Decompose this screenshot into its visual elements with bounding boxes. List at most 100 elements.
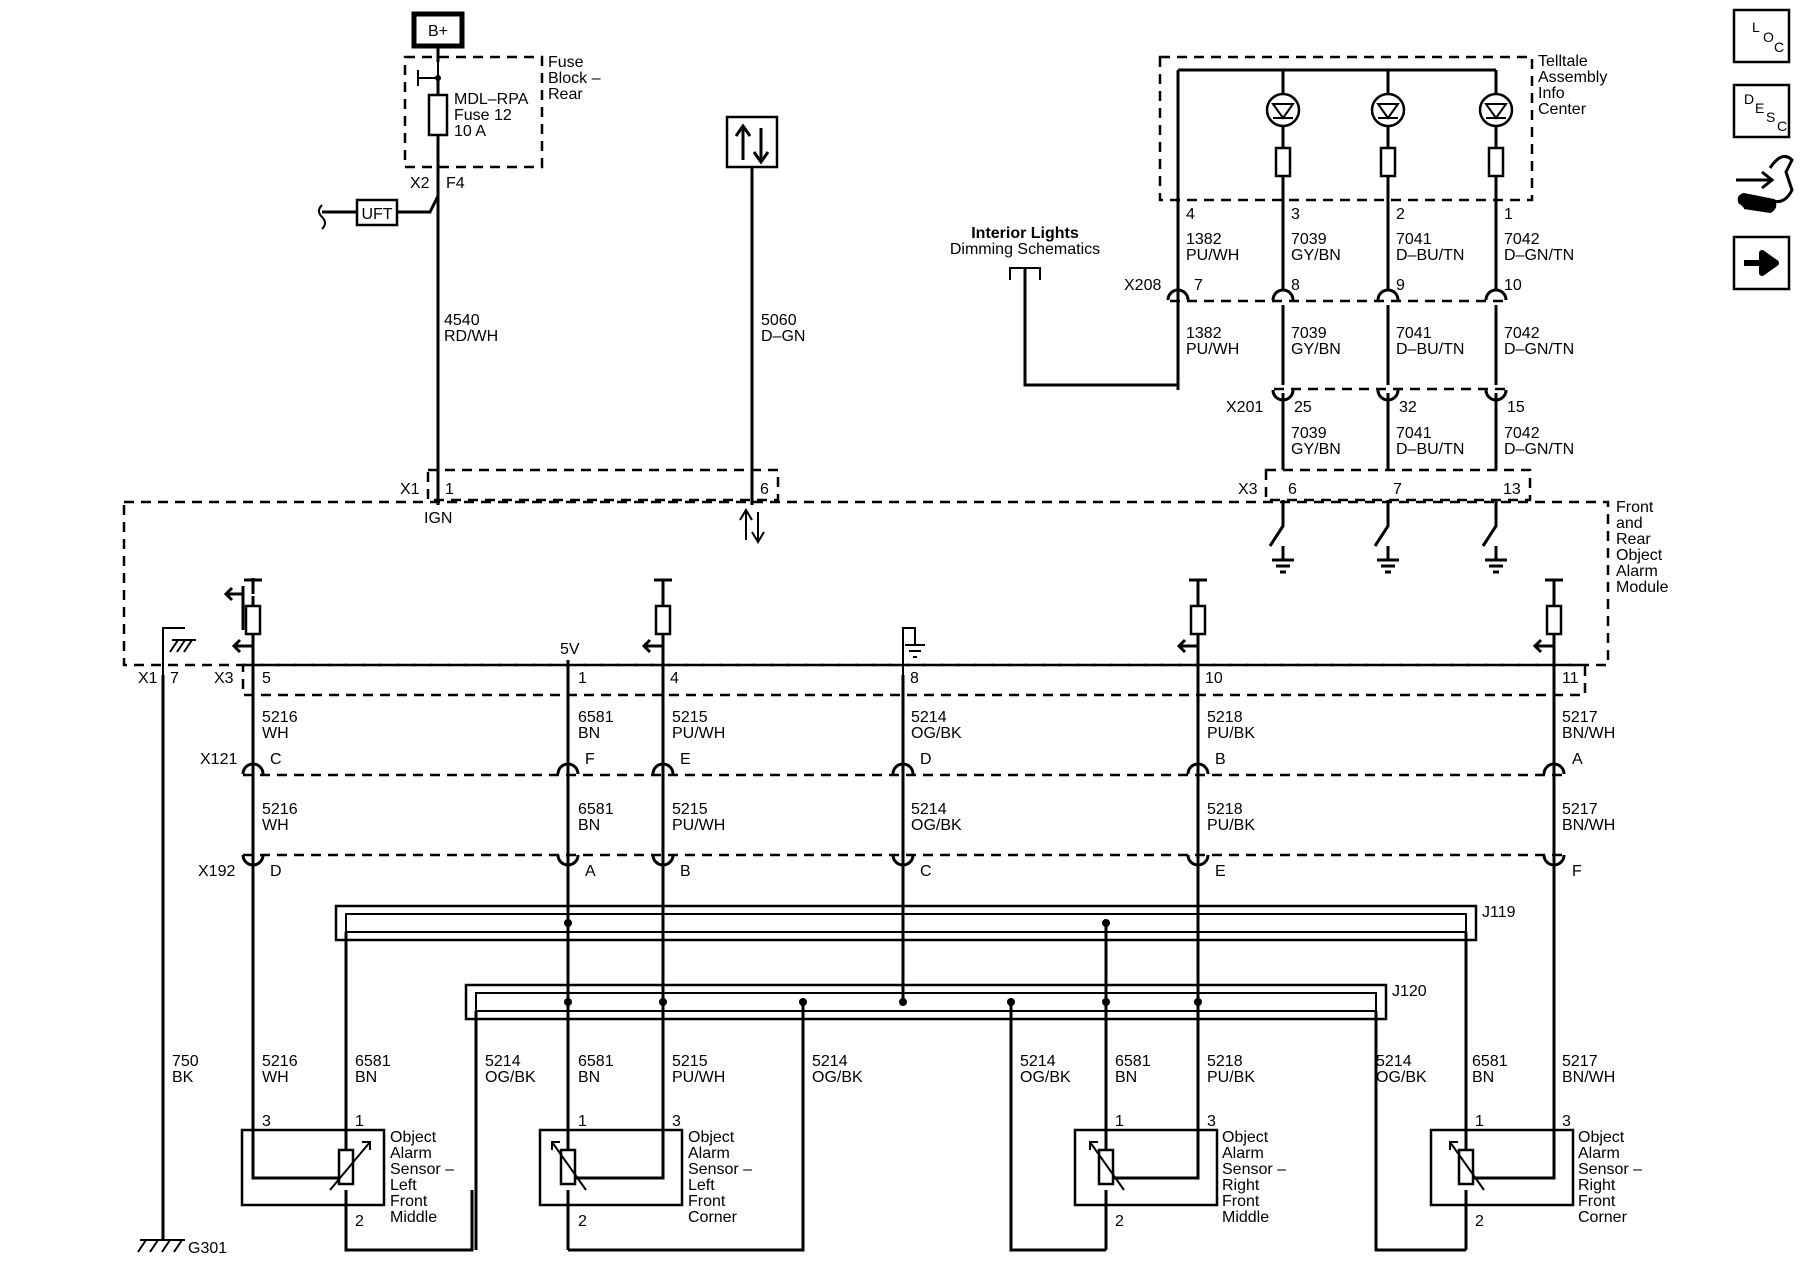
connector-x208: X208 7 8 9 10 <box>1124 277 1522 385</box>
desc-letter-d: D <box>1744 91 1754 107</box>
module-title-4: Object <box>1616 547 1663 564</box>
module-x3-pin-11: 11 <box>1562 670 1579 687</box>
tt-top-1-color: PU/WH <box>1186 247 1239 264</box>
s4-name-5: Front <box>1578 1193 1616 1210</box>
tt-mid-2-color: GY/BN <box>1291 341 1341 358</box>
tt-low-3-circuit: 7042 <box>1504 425 1540 442</box>
bus-b-3-circuit: 5215 <box>672 801 708 818</box>
x208-pin-10: 10 <box>1504 277 1522 294</box>
tt-low-2-color: D–BU/TN <box>1396 441 1464 458</box>
sensor-right-front-middle: 1 3 2 Object Alarm Sensor – Right Front … <box>1073 1110 1286 1250</box>
fuse-line-3: 10 A <box>454 123 486 140</box>
x201-pin-32: 32 <box>1399 399 1417 416</box>
ign-wire-circuit: 4540 <box>444 312 480 329</box>
s4-pin-1: 1 <box>1475 1113 1484 1130</box>
telltale-title-2: Assembly <box>1538 69 1607 86</box>
s2-name-4: Left <box>688 1177 715 1194</box>
ign-wire-color: RD/WH <box>444 328 498 345</box>
s1-name-6: Middle <box>390 1209 437 1226</box>
s3-name-4: Right <box>1222 1177 1260 1194</box>
ground-wire-circuit: 750 <box>172 1053 199 1070</box>
bus-b-5-color: PU/BK <box>1207 817 1255 834</box>
uft-branch: UFT <box>318 195 440 230</box>
ground-g301: 750 BK G301 <box>137 1053 227 1257</box>
s1-pin-1: 1 <box>355 1113 364 1130</box>
x192-pin-a: A <box>585 863 596 880</box>
x201-pin-15: 15 <box>1507 399 1525 416</box>
x121-label: X121 <box>200 751 237 768</box>
x208-pin-8: 8 <box>1291 277 1300 294</box>
s4-name-2: Alarm <box>1578 1145 1620 1162</box>
j119-label: J119 <box>1482 904 1516 921</box>
tt-top-4-color: D–GN/TN <box>1504 247 1574 264</box>
telltale-lamp-1 <box>1265 70 1301 290</box>
tt-low-1-circuit: 7039 <box>1291 425 1327 442</box>
module-x3-pin-10: 10 <box>1205 670 1223 687</box>
sensor-left-front-middle: 3 1 2 Object Alarm Sensor – Left Front M… <box>240 1110 454 1250</box>
bus-a-3-color: PU/WH <box>672 725 725 742</box>
sw-11-circuit: 6581 <box>1472 1053 1508 1070</box>
sensor-right-front-corner: 1 3 2 Object Alarm Sensor – Right Front … <box>1429 1110 1642 1250</box>
next-arrow-button[interactable] <box>1732 235 1791 291</box>
x121-pin-f: F <box>585 751 595 768</box>
s1-pin-2: 2 <box>355 1213 364 1230</box>
sw-12-color: BN/WH <box>1562 1069 1615 1086</box>
module-x3-bot: X3 <box>214 670 234 687</box>
bus-a-3-circuit: 5215 <box>672 709 708 726</box>
bus-b-6-circuit: 5217 <box>1562 801 1598 818</box>
splice-j119: J119 <box>334 904 1516 1252</box>
module-x1-pin-7: 7 <box>170 670 179 687</box>
module-x3-pin-13: 13 <box>1503 481 1521 498</box>
sw-4-color: BN <box>578 1069 600 1086</box>
s2-pin-1: 1 <box>578 1113 587 1130</box>
module-title-6: Module <box>1616 579 1669 596</box>
loc-button[interactable]: L O C <box>1732 8 1791 64</box>
s2-name-2: Alarm <box>688 1145 730 1162</box>
interior-lights-ref: Interior Lights Dimming Schematics <box>950 225 1180 387</box>
bus-wires <box>161 634 1556 1240</box>
connector-x192: X192 D A B C E F <box>198 853 1582 880</box>
fuse-block-rear: Fuse Block – Rear MDL–RPA Fuse 12 10 A X… <box>403 54 601 192</box>
fuse-line-2: Fuse 12 <box>454 107 512 124</box>
sw-6-color: OG/BK <box>812 1069 863 1086</box>
module-x3-pin-1: 1 <box>578 670 587 687</box>
sw-11-color: BN <box>1472 1069 1494 1086</box>
s3-pin-2: 2 <box>1115 1213 1124 1230</box>
desc-button[interactable]: D E S C <box>1732 83 1791 139</box>
s1-pin-3: 3 <box>262 1113 271 1130</box>
x192-pin-e: E <box>1215 863 1226 880</box>
loc-letter-c: C <box>1774 39 1784 55</box>
s4-name-6: Corner <box>1578 1209 1628 1226</box>
s1-name-1: Object <box>390 1129 437 1146</box>
connector-wrench-icon[interactable] <box>1736 154 1794 214</box>
sw-3-circuit: 5214 <box>485 1053 521 1070</box>
connector-x201: X201 25 32 15 <box>1226 387 1525 470</box>
bus-a-2-color: BN <box>578 725 600 742</box>
module-title-3: Rear <box>1616 531 1651 548</box>
module-x3-pin-7: 7 <box>1393 481 1402 498</box>
sw-7-color: OG/BK <box>1020 1069 1071 1086</box>
module-5v-label: 5V <box>560 641 580 658</box>
module-x3-top: X3 <box>1238 481 1258 498</box>
bus-a-2-circuit: 6581 <box>578 709 614 726</box>
s3-name-6: Middle <box>1222 1209 1269 1226</box>
s2-pin-3: 3 <box>672 1113 681 1130</box>
s1-name-4: Left <box>390 1177 417 1194</box>
x121-pin-c: C <box>270 751 282 768</box>
tt-mid-2-circuit: 7039 <box>1291 325 1327 342</box>
pullup-5217 <box>1532 578 1563 654</box>
s4-name-3: Sensor – <box>1578 1161 1642 1178</box>
bus-b-6-color: BN/WH <box>1562 817 1615 834</box>
s3-name-2: Alarm <box>1222 1145 1264 1162</box>
tt-mid-1-circuit: 1382 <box>1186 325 1222 342</box>
sw-10-circuit: 5214 <box>1376 1053 1412 1070</box>
tt-low-3-color: D–GN/TN <box>1504 441 1574 458</box>
loc-letter-o: O <box>1763 29 1774 45</box>
telltale-title-4: Center <box>1538 101 1587 118</box>
s1-name-2: Alarm <box>390 1145 432 1162</box>
tt-mid-3-circuit: 7041 <box>1396 325 1432 342</box>
sw-12-circuit: 5217 <box>1562 1053 1598 1070</box>
object-alarm-module: Front and Rear Object Alarm Module X1 1 … <box>122 468 1669 697</box>
serial-wire-color: D–GN <box>761 328 805 345</box>
module-x1-bot: X1 <box>138 670 158 687</box>
